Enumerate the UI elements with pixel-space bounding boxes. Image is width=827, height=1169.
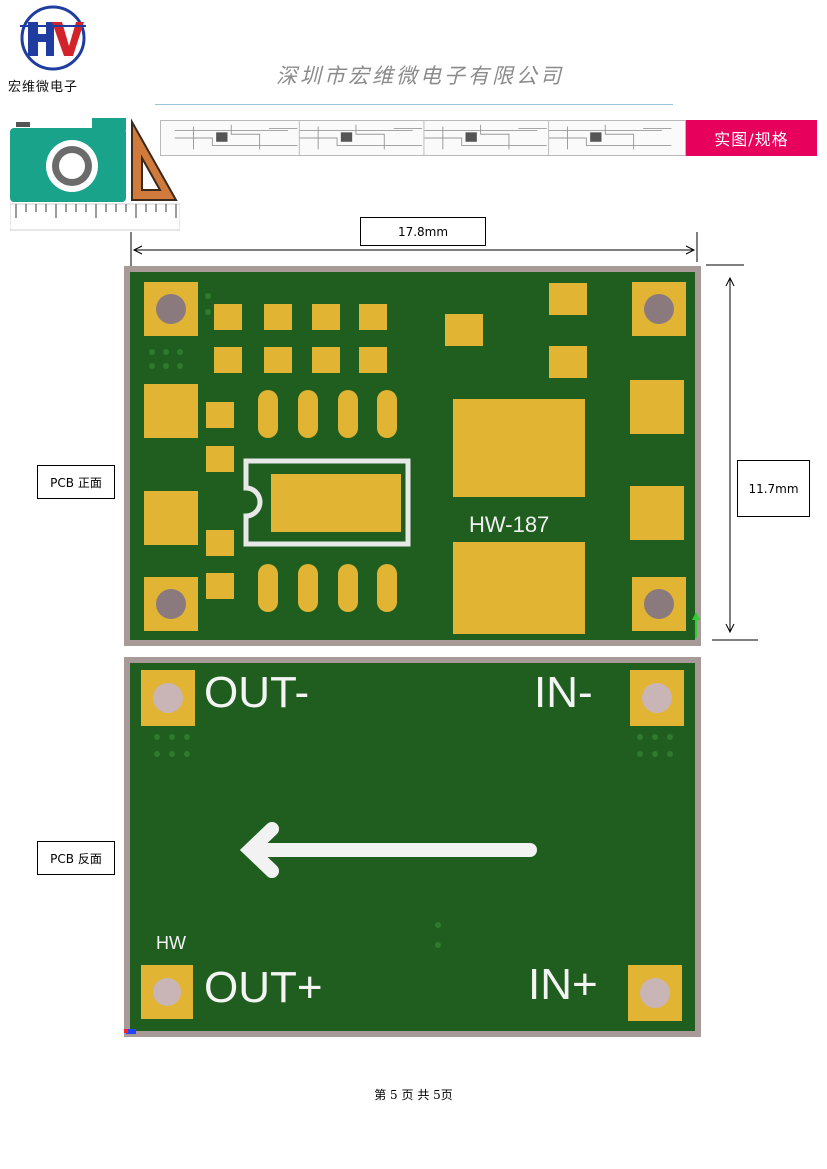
pcb-front-image: HW-187 [124,266,701,646]
pcb-back-image: OUT- IN- OUT+ IN+ HW [124,657,701,1037]
front-view-label: PCB 正面 [37,465,115,499]
height-dimension: 11.7mm [737,460,810,517]
camera-ruler-icon [10,118,180,231]
logo-text: 宏维微电子 [8,80,79,95]
out-minus-label: OUT- [204,668,309,717]
company-name: 深圳市宏维微电子有限公司 [276,64,564,88]
page-number: 第 5 页 共 5页 [374,1088,453,1102]
out-plus-label: OUT+ [204,963,323,1012]
circuit-banner [160,120,686,156]
width-dimension: 17.8mm [360,217,486,246]
section-tab: 实图/规格 [686,120,817,156]
in-minus-label: IN- [534,668,593,717]
hw-mark-label: HW [156,933,186,953]
pcb-silkscreen-label: HW-187 [469,512,549,537]
in-plus-label: IN+ [528,960,598,1009]
back-view-label: PCB 反面 [37,841,115,875]
company-logo [20,5,86,71]
header-divider [155,104,673,105]
